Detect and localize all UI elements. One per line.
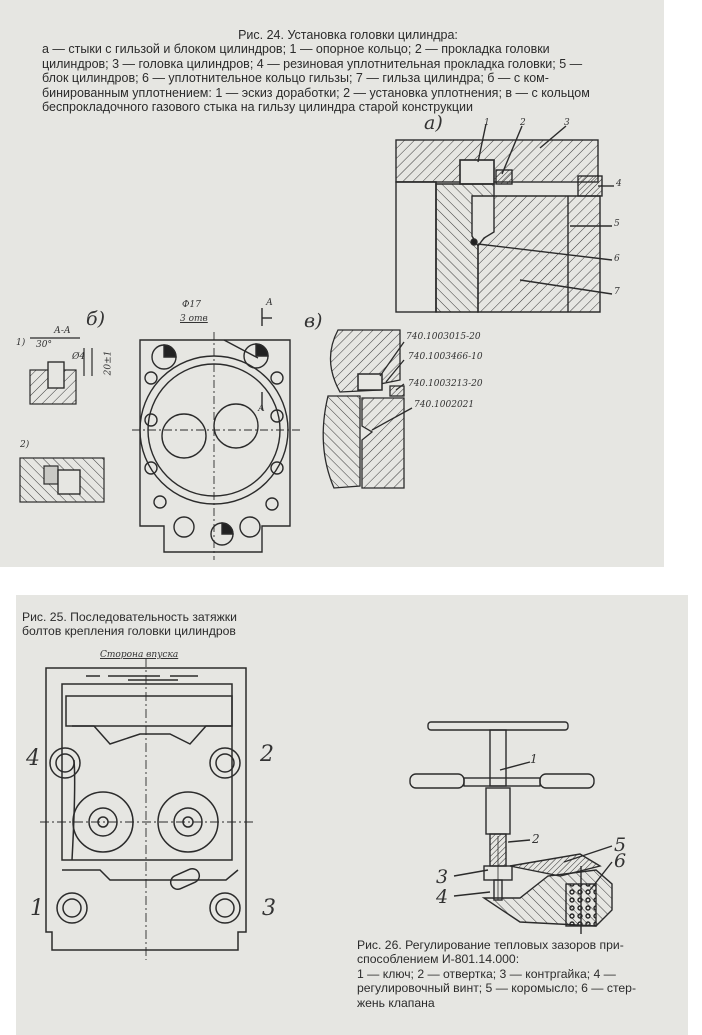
figure-24-caption: Рис. 24. Установка головки цилиндра: а —… (42, 28, 654, 114)
sketch-1-label: 1) (16, 338, 26, 348)
tool-callout-5: 5 (614, 834, 627, 856)
callout-1: 1 (484, 118, 490, 128)
fig25-head-plan (40, 658, 254, 960)
caption-line: Рис. 25. Последовательность затяжки (22, 610, 237, 624)
section-aa-label: А-А (54, 326, 71, 336)
intake-side-label: Сторона впуска (100, 650, 179, 660)
part-number: 740.1003015-20 (406, 332, 481, 342)
caption-line: 1 — ключ; 2 — отвертка; 3 — контргайка; … (357, 966, 616, 981)
sketch-2-label: 2) (20, 440, 30, 450)
callout-3: 3 (564, 118, 570, 128)
caption-line: а — стыки с гильзой и блоком цилиндров; … (42, 42, 550, 57)
part-number: 740.1003213-20 (408, 379, 483, 389)
tool-callout-1: 1 (530, 752, 538, 766)
caption-line: жень клапана (357, 995, 435, 1010)
caption-line: болтов крепления головки цилиндров (22, 624, 236, 639)
section-mark-bottom: А (258, 404, 265, 414)
tool-callout-2: 2 (532, 832, 540, 846)
fig24-view-b-sketches (19, 337, 105, 503)
bolt-number-2: 2 (260, 742, 274, 767)
figure-25-caption: Рис. 25. Последовательность затяжки болт… (22, 610, 284, 639)
caption-line: Рис. 26. Регулирование тепловых зазоров … (357, 938, 624, 952)
view-v-label: в) (304, 310, 323, 332)
bolt-number-4: 4 (26, 746, 40, 771)
bolt-number-1: 1 (30, 896, 44, 921)
fig24-view-v (322, 329, 413, 489)
fig26-tool (409, 721, 613, 934)
fig24-view-a (395, 123, 614, 313)
figure-24-title: Рис. 24. Установка головки цилиндра: (238, 28, 458, 42)
depth-label: 20±1 (103, 350, 114, 376)
diameter-label: Ø4 (72, 352, 86, 362)
hole-label-diameter: Ф17 (182, 300, 201, 310)
caption-line: регулировочный винт; 5 — коромысло; 6 — … (357, 981, 637, 996)
callout-6: 6 (614, 254, 620, 264)
part-number: 740.1002021 (414, 400, 475, 410)
callout-7: 7 (614, 287, 620, 297)
section-mark-top: А (266, 298, 273, 308)
angle-label: 30° (36, 340, 52, 350)
fig24-head-plan (132, 308, 300, 560)
caption-line: блок цилиндров; 6 — уплотнительное кольц… (42, 71, 549, 86)
caption-line: беспрокладочного газового стыка на гильз… (42, 100, 473, 115)
view-b-label: б) (86, 308, 106, 330)
callout-4: 4 (616, 179, 622, 189)
tool-callout-4: 4 (436, 886, 449, 908)
figure-26-caption: Рис. 26. Регулирование тепловых зазоров … (357, 938, 675, 1010)
part-number: 740.1003466-10 (408, 352, 483, 362)
callout-5: 5 (614, 219, 620, 229)
bolt-number-3: 3 (262, 896, 276, 921)
view-a-label: а) (424, 112, 443, 134)
tool-callout-3: 3 (436, 866, 449, 888)
caption-line: способлением И-801.14.000: (357, 952, 520, 967)
caption-line: цилиндров; 3 — головка цилиндров; 4 — ре… (42, 56, 583, 71)
hole-label-count: 3 отв (180, 314, 208, 324)
callout-2: 2 (520, 118, 526, 128)
caption-line: бинированным уплотнением: 1 — эскиз дора… (42, 85, 590, 100)
tool-callout-6: 6 (614, 850, 627, 872)
